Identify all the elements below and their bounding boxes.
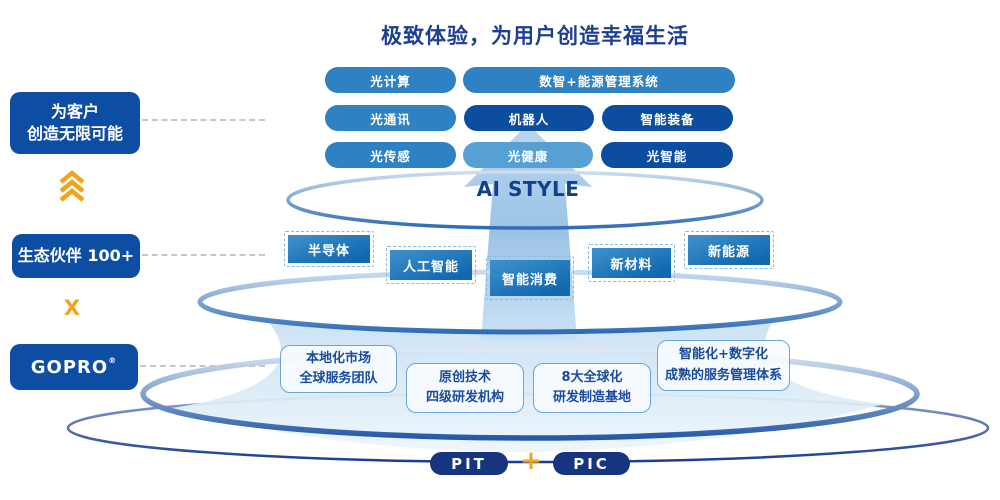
connector-dash-bottom	[140, 365, 265, 367]
page-title: 极致体验，为用户创造幸福生活	[381, 24, 689, 48]
eco-box-label: 半导体	[288, 235, 370, 263]
connector-dash-middle	[142, 254, 265, 256]
top-ring	[286, 170, 764, 230]
customer-value-line2: 创造无限可能	[26, 124, 123, 143]
bottom-ring	[140, 347, 920, 441]
pill-optical-intelligence: 光智能	[601, 142, 733, 168]
multiply-symbol: X	[63, 296, 81, 320]
pic-pill: PIC	[553, 452, 630, 475]
pill-optical-computing: 光计算	[325, 67, 456, 93]
pill-energy-management: 数智+能源管理系统	[463, 67, 735, 93]
capability-line2: 成熟的服务管理体系	[664, 367, 782, 383]
capability-line2: 四级研发机构	[425, 390, 504, 405]
capability-line1: 8大全球化	[561, 369, 623, 385]
capability-line2: 研发制造基地	[552, 390, 631, 405]
ecosystem-partners-box: 生态伙伴 100+	[12, 234, 140, 278]
capability-box-rd-institutions: 原创技术 四级研发机构	[406, 363, 524, 413]
brand-logo-box: GOPRO®	[10, 344, 138, 390]
capability-line1: 本地化市场	[305, 350, 371, 366]
pill-smart-equipment: 智能装备	[602, 105, 733, 131]
capability-line1: 原创技术	[438, 369, 491, 385]
pill-optical-communication: 光通讯	[325, 105, 456, 131]
capability-line2: 全球服务团队	[299, 371, 378, 386]
capability-box-service-team: 本地化市场 全球服务团队	[280, 345, 397, 393]
capability-box-service-management: 智能化+数字化 成熟的服务管理体系	[657, 340, 790, 391]
customer-value-line1: 为客户	[50, 102, 99, 122]
eco-box-semiconductor: 半导体	[284, 231, 374, 267]
pill-robot: 机器人	[464, 105, 594, 131]
brand-logo-text: GOPRO	[30, 357, 109, 378]
triple-chevron-up-icon	[59, 170, 85, 202]
capability-box-manufacturing-bases: 8大全球化 研发制造基地	[533, 363, 651, 413]
ecosystem-partners-label: 生态伙伴 100+	[17, 246, 135, 266]
plus-symbol: +	[520, 446, 542, 476]
capability-line1: 智能化+数字化	[679, 347, 768, 363]
eco-box-new-materials: 新材料	[588, 244, 675, 282]
pit-pill: PIT	[430, 452, 508, 475]
eco-box-smart-consumption: 智能消费	[486, 256, 574, 300]
eco-box-label: 智能消费	[490, 260, 570, 296]
pill-optical-sensing: 光传感	[325, 142, 456, 168]
connector-dash-top	[142, 119, 265, 121]
eco-box-label: 人工智能	[390, 250, 472, 280]
eco-box-new-energy: 新能源	[684, 231, 774, 269]
pill-optical-health: 光健康	[463, 142, 593, 168]
eco-box-label: 新材料	[592, 248, 671, 278]
eco-box-ai: 人工智能	[386, 246, 476, 284]
eco-box-label: 新能源	[688, 235, 770, 265]
customer-value-box: 为客户 创造无限可能	[10, 92, 140, 154]
trademark-symbol: ®	[108, 356, 118, 365]
core-label: AI STYLE	[476, 177, 580, 201]
